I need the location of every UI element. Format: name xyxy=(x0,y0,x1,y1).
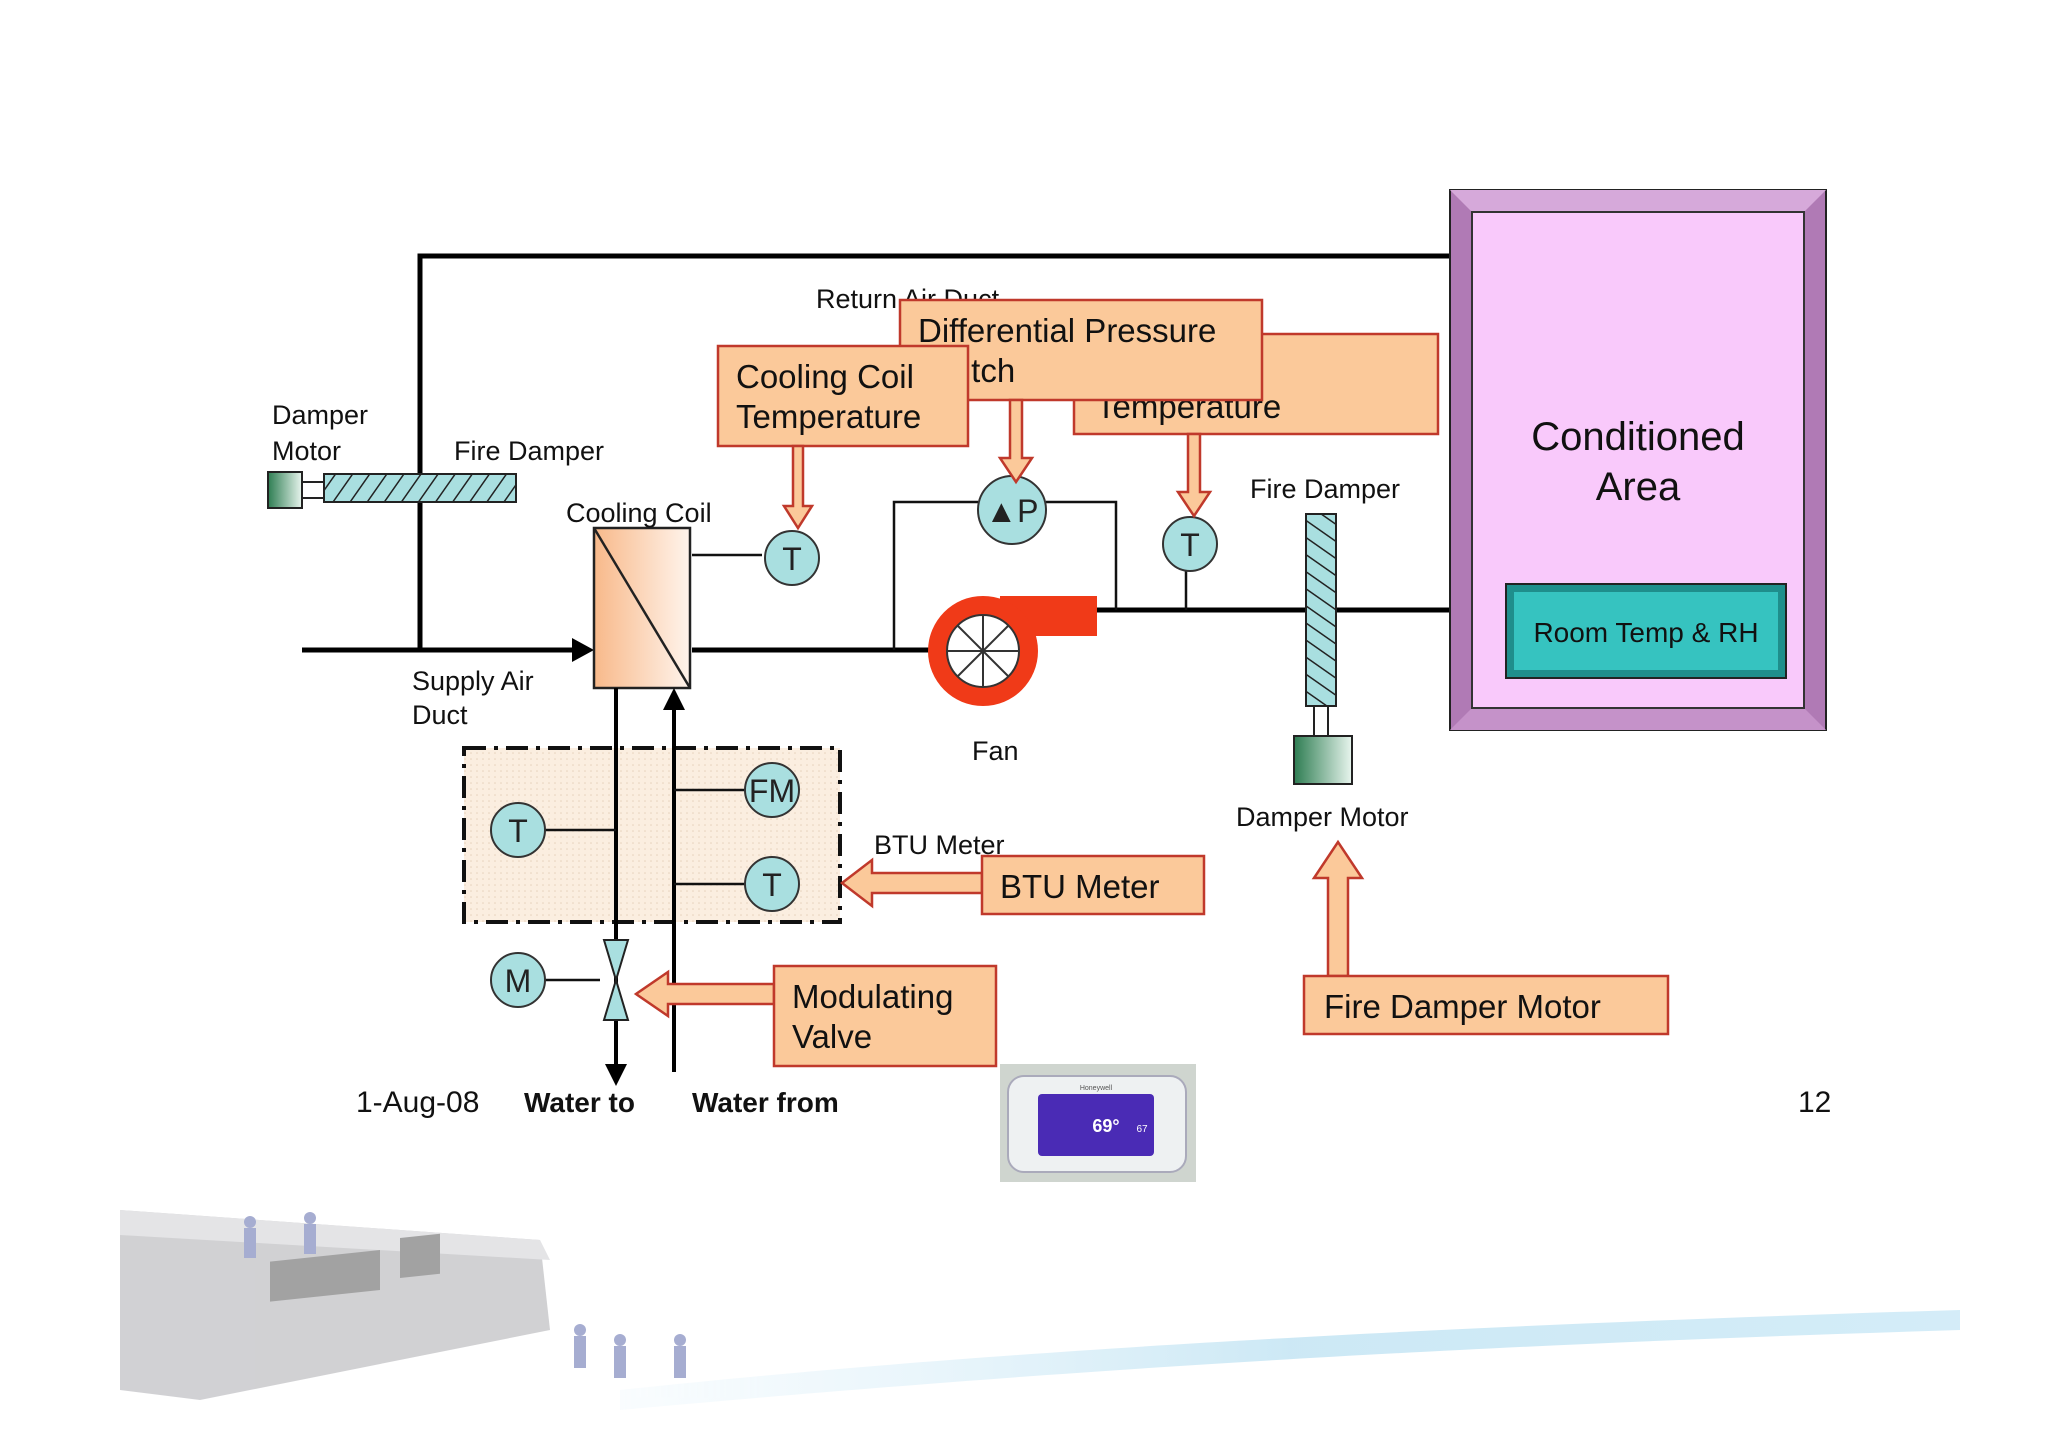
left-fire-damper xyxy=(267,471,517,509)
label-cooling-coil: Cooling Coil xyxy=(566,498,712,528)
label-fan: Fan xyxy=(972,736,1019,766)
left-damper-motor xyxy=(267,471,303,509)
label-damper-motor-left-1: Damper xyxy=(272,400,368,430)
duct-lines xyxy=(302,253,1452,653)
label-supply-air-duct-2: Duct xyxy=(412,700,468,730)
instrument-valve-motor: M xyxy=(490,952,546,1008)
label-fire-damper-left: Fire Damper xyxy=(454,436,604,466)
instrument-supply-temp: T xyxy=(1162,516,1218,572)
arrow-btu-meter xyxy=(839,857,984,909)
svg-text:T: T xyxy=(782,541,802,577)
thermostat-photo: Honeywell 69° 67 xyxy=(1000,1064,1196,1182)
label-damper-motor-left-2: Motor xyxy=(272,436,341,466)
instrument-lines xyxy=(692,500,1188,650)
label-water-from: Water from xyxy=(692,1087,839,1118)
room-temp-rh-label: Room Temp & RH xyxy=(1533,617,1758,648)
callout-btu-meter: BTU Meter xyxy=(980,854,1206,916)
return-air-duct-line xyxy=(417,253,1450,650)
callout-fire-damper-motor: Fire Damper Motor xyxy=(1302,974,1670,1036)
callout-cooling-coil-temperature: Cooling Coil Temperature xyxy=(716,344,970,448)
arrow-modulating-valve xyxy=(633,969,776,1019)
instrument-return-water-temp: T xyxy=(490,802,546,858)
supply-air-arrowhead xyxy=(572,638,594,662)
thermostat-reading: 69° xyxy=(1092,1116,1119,1136)
cooling-coil xyxy=(592,526,692,690)
conditioned-area-title-1: Conditioned xyxy=(1531,415,1745,459)
room-temp-rh-sensor: Room Temp & RH xyxy=(1505,583,1787,679)
arrow-diff-pressure xyxy=(997,398,1035,485)
right-damper-motor xyxy=(1293,735,1353,785)
conditioned-area: Conditioned Area Room Temp & RH xyxy=(1449,189,1827,731)
svg-text:M: M xyxy=(505,963,532,999)
right-fire-damper-blade xyxy=(1305,513,1337,707)
label-water-to: Water to xyxy=(524,1087,635,1118)
modulating-valve xyxy=(602,939,630,1021)
svg-text:T: T xyxy=(762,867,782,903)
right-fire-damper xyxy=(1293,513,1353,785)
label-damper-motor-right: Damper Motor xyxy=(1236,802,1409,832)
arrow-cooling-coil-temp xyxy=(781,444,815,531)
svg-text:T: T xyxy=(1180,527,1200,563)
svg-text:BTU Meter: BTU Meter xyxy=(1000,868,1160,905)
instrument-differential-pressure: ▲P xyxy=(977,475,1047,545)
svg-text:FM: FM xyxy=(749,773,795,809)
svg-text:Modulating: Modulating xyxy=(792,978,953,1015)
fan xyxy=(928,596,1097,706)
thermostat-brand: Honeywell xyxy=(1080,1085,1113,1092)
thermostat-outdoor: 67 xyxy=(1136,1124,1148,1135)
instrument-flow-meter: FM xyxy=(744,762,800,818)
footer-date: 1-Aug-08 xyxy=(356,1086,479,1119)
arrow-fire-damper-motor xyxy=(1311,839,1365,978)
svg-text:Differential Pressure: Differential Pressure xyxy=(918,312,1216,349)
left-fire-damper-blade xyxy=(323,473,517,503)
callout-arrows xyxy=(633,398,1365,1019)
svg-text:Temperature: Temperature xyxy=(736,398,921,435)
svg-text:Valve: Valve xyxy=(792,1018,872,1055)
svg-text:▲P: ▲P xyxy=(985,493,1038,529)
callout-modulating-valve: Modulating Valve xyxy=(772,964,998,1068)
instrument-supply-water-temp: T xyxy=(744,856,800,912)
label-fire-damper-right: Fire Damper xyxy=(1250,474,1400,504)
arrow-supply-temp xyxy=(1175,432,1213,519)
label-supply-air-duct-1: Supply Air xyxy=(412,666,534,696)
conditioned-area-title-2: Area xyxy=(1596,465,1681,509)
footer-page-number: 12 xyxy=(1798,1086,1831,1119)
svg-text:Fire Damper Motor: Fire Damper Motor xyxy=(1324,988,1601,1025)
decorative-banner xyxy=(120,1210,1960,1410)
instrument-cooling-coil-temp: T xyxy=(764,530,820,586)
svg-text:Cooling Coil: Cooling Coil xyxy=(736,358,914,395)
svg-text:T: T xyxy=(508,813,528,849)
